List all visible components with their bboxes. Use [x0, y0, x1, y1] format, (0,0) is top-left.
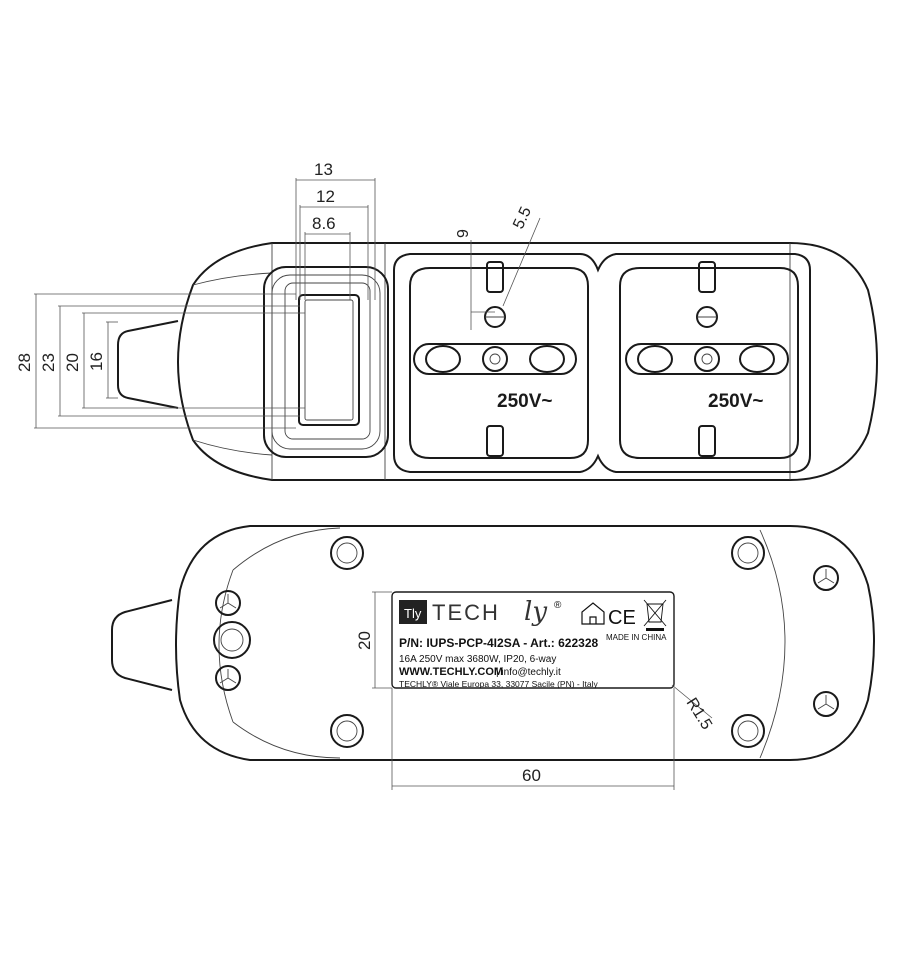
back-arc-top	[232, 527, 341, 571]
dim-16: 16	[87, 352, 106, 371]
dimension-height: 28 23 20 16	[15, 293, 305, 429]
switch-housing	[263, 266, 389, 458]
brand-logo-box	[399, 600, 427, 624]
dim-label-60: 60	[522, 766, 541, 785]
brand-name: TECH	[432, 600, 500, 625]
strip-body-top	[176, 242, 878, 481]
dim-9: 9	[455, 229, 472, 238]
rocker-inner	[304, 299, 354, 421]
spec-line: 16A 250V max 3680W, IP20, 6-way	[399, 654, 556, 665]
screw-hole-4	[731, 714, 765, 748]
socket-1-ground	[482, 346, 508, 372]
socket-1-slot	[413, 343, 577, 375]
dim-radius: R1.5	[683, 695, 715, 733]
ce-mark: CE	[608, 607, 636, 629]
dim-23: 23	[39, 353, 58, 372]
rocker-switch	[298, 294, 360, 426]
tri-screw-1	[215, 590, 241, 616]
dim-12: 12	[316, 187, 335, 206]
tri-screw-4	[813, 691, 839, 717]
tri-screw-3	[813, 565, 839, 591]
socket-2: 250V~	[619, 261, 799, 459]
socket-2-ground	[694, 346, 720, 372]
screw-hole-2	[731, 536, 765, 570]
socket-1-clip-bottom	[486, 425, 504, 457]
product-label: Tly TECH ly ® CE MADE IN CHINA P/N: IUPS…	[391, 591, 675, 689]
back-arc-left	[218, 569, 234, 723]
dim-8-6: 8.6	[312, 214, 336, 233]
switch-frame	[271, 274, 381, 450]
dim-13: 13	[314, 160, 333, 179]
socket-2-rating: 250V~	[708, 391, 763, 412]
socket-2-clip-bottom	[698, 425, 716, 457]
center-hole	[213, 621, 251, 659]
switch-recess	[284, 282, 371, 440]
screw-hole-3	[330, 714, 364, 748]
socket-2-pin-left	[637, 345, 673, 373]
dim-28: 28	[15, 353, 34, 372]
screw-hole-1	[330, 536, 364, 570]
tri-screws	[215, 565, 839, 717]
back-arc-right	[759, 529, 786, 759]
dim-label-20: 20	[355, 631, 374, 650]
body-curve	[192, 272, 273, 286]
brand-registered: ®	[554, 600, 562, 611]
socket-2-clip-top	[698, 261, 716, 293]
socket-1: 250V~	[409, 261, 589, 459]
dim-5-5: 5.5	[510, 204, 535, 231]
weee-bin-icon	[643, 599, 667, 631]
website: WWW.TECHLY.COM	[399, 666, 503, 678]
bottom-view: Tly TECH ly ® CE MADE IN CHINA P/N: IUPS…	[111, 525, 875, 790]
socket-1-pin-right	[529, 345, 565, 373]
socket-1-clip-top	[486, 261, 504, 293]
indoor-use-icon	[581, 602, 605, 625]
socket-2-slot	[625, 343, 789, 375]
brand-logo-mark: Tly	[404, 606, 422, 621]
dim-20: 20	[63, 353, 82, 372]
socket-group	[393, 253, 811, 473]
email: | info@techly.it	[496, 667, 561, 678]
top-view: 250V~ 250V~ 13 12	[15, 160, 878, 481]
strip-body-bottom	[175, 525, 875, 761]
socket-1-pin-left	[425, 345, 461, 373]
part-number: P/N: IUPS-PCP-4I2SA - Art.: 622328	[399, 636, 598, 650]
plug-stem-top	[117, 320, 179, 409]
tri-screw-2	[215, 665, 241, 691]
back-arc-bottom	[232, 721, 341, 759]
brand-name-script: ly	[524, 597, 547, 627]
dimension-width: 13 12 8.6	[295, 160, 376, 300]
made-in-label: MADE IN CHINA	[606, 633, 667, 642]
address: TECHLY® Viale Europa 33, 33077 Sacile (P…	[399, 679, 598, 689]
socket-1-rating: 250V~	[497, 391, 552, 412]
body-curve-2	[192, 439, 273, 456]
plug-stem-bottom	[111, 599, 173, 691]
screw-holes	[213, 536, 765, 748]
socket-2-pin-right	[739, 345, 775, 373]
